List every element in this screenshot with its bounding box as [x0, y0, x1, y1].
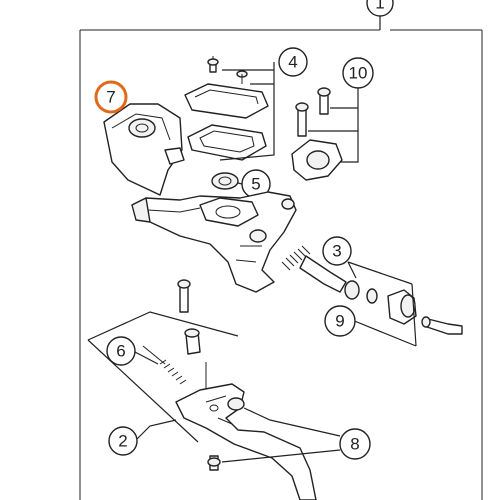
callout-7[interactable]: 7 — [94, 80, 128, 114]
master-cylinder-body-part — [131, 191, 297, 293]
svg-text:5: 5 — [251, 175, 260, 194]
svg-text:8: 8 — [350, 435, 359, 454]
svg-text:1: 1 — [375, 0, 384, 13]
callout-8[interactable]: 8 — [339, 428, 371, 460]
callout-4[interactable]: 4 — [278, 47, 308, 77]
brake-lever-part — [175, 383, 317, 500]
callout-6-leader — [134, 351, 159, 365]
callout-1[interactable]: 1 — [366, 0, 394, 17]
svg-text:4: 4 — [288, 53, 297, 72]
callout-6[interactable]: 6 — [106, 336, 136, 366]
svg-text:2: 2 — [118, 432, 127, 451]
callout-3[interactable]: 3 — [322, 236, 352, 266]
main-frame — [79, 29, 483, 500]
pin-spring-part — [142, 345, 187, 385]
handlebar-clamp-part — [291, 87, 343, 181]
seal-part — [211, 172, 239, 190]
svg-text:10: 10 — [349, 64, 368, 83]
callout-3-leader — [347, 261, 413, 285]
boot-pushrod-part — [387, 289, 463, 335]
callout-4-leader — [219, 62, 275, 161]
pivot-bolt-part — [177, 279, 207, 406]
callout-2[interactable]: 2 — [108, 426, 138, 456]
callout-9[interactable]: 9 — [324, 305, 356, 337]
callout-2-leader — [135, 419, 177, 441]
lever-subframe — [87, 311, 239, 443]
svg-text:9: 9 — [335, 312, 344, 331]
callout-10[interactable]: 10 — [342, 57, 374, 89]
svg-text:3: 3 — [332, 242, 341, 261]
svg-text:6: 6 — [116, 342, 125, 361]
callout-9-leader — [351, 283, 417, 347]
reservoir-lid-part — [184, 56, 269, 161]
svg-text:7: 7 — [106, 88, 115, 107]
reservoir-cover-part — [103, 103, 185, 196]
piston-spring-part — [281, 245, 378, 304]
callout-8-leader — [221, 407, 341, 463]
callout-10-leader — [308, 80, 359, 163]
